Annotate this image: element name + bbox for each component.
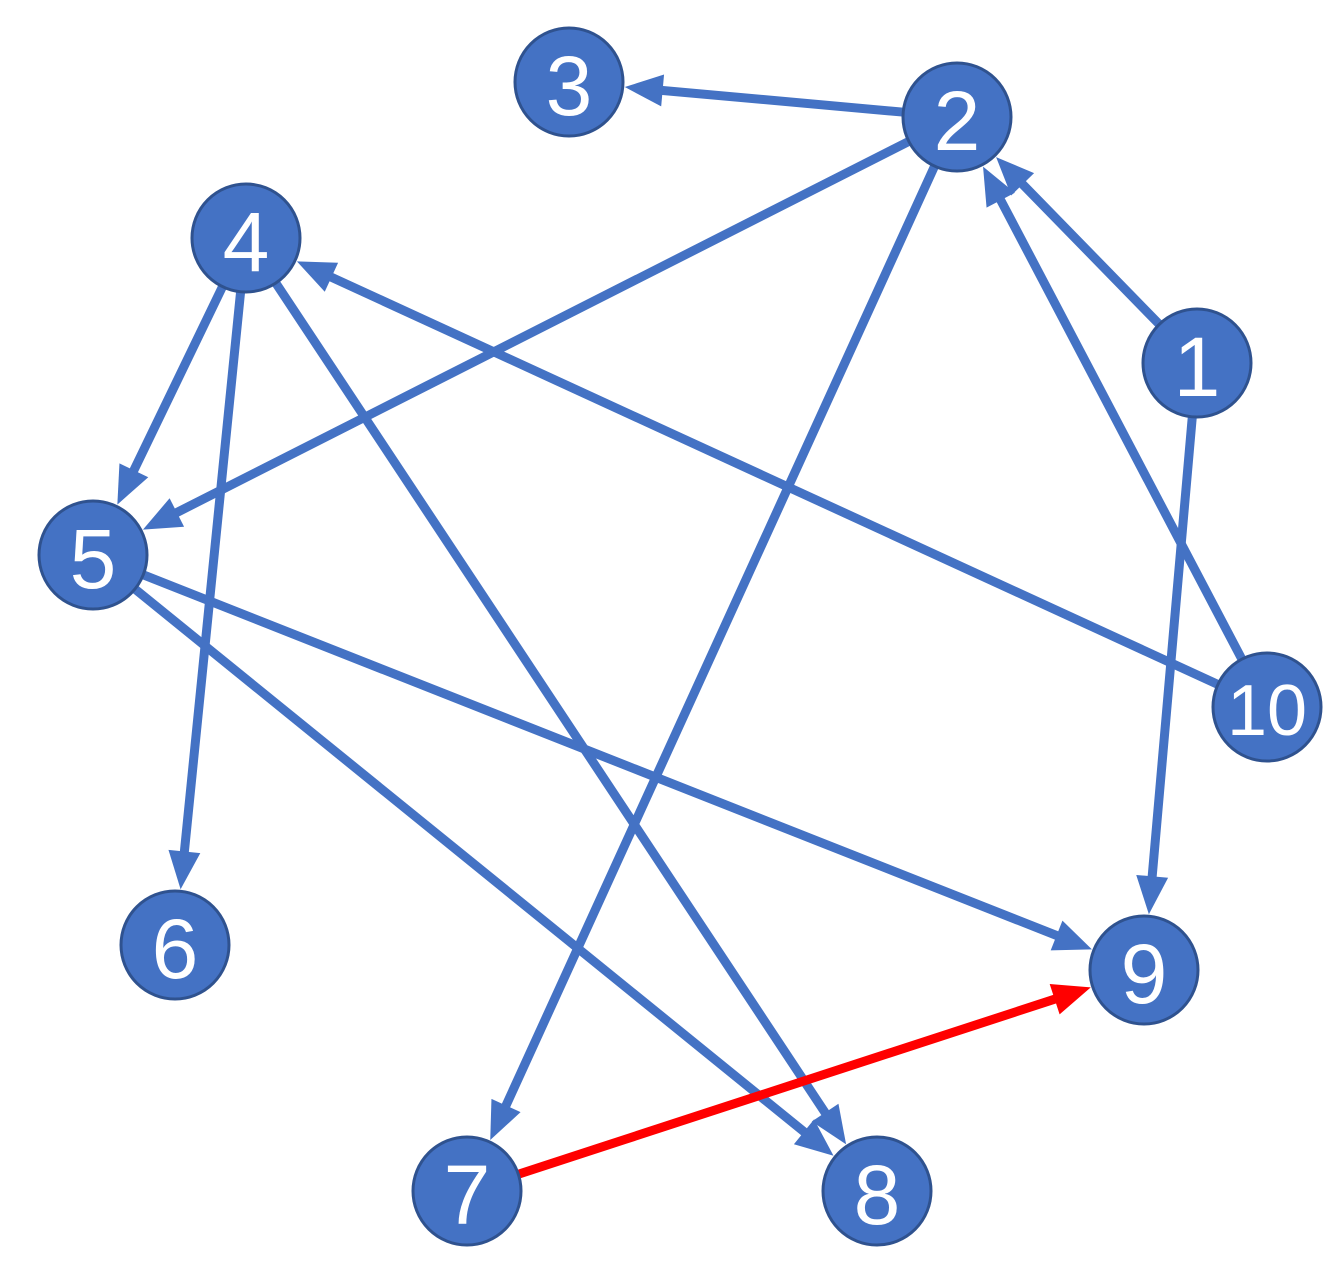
edge-layer [117,74,1247,1180]
node-circle [190,182,302,294]
node-circle [411,1135,523,1247]
edge-line [1147,414,1197,881]
arrowhead-icon [793,1119,834,1156]
node-7: 7 [411,1135,523,1247]
node-8: 8 [821,1135,933,1247]
node-label: 7 [444,1148,491,1242]
node-label: 4 [223,195,270,289]
arrowhead-icon [117,463,149,505]
edge-line [325,271,1222,690]
arrowhead-icon [1136,874,1169,915]
edge-4-to-5 [117,282,228,505]
edge-line [515,993,1060,1180]
node-circle [119,889,231,1001]
node-circle [901,61,1013,173]
node-1: 1 [1141,307,1253,419]
node-label: 8 [854,1148,901,1242]
edge-2-to-5 [142,136,913,530]
edge-line [128,282,228,476]
arrowhead-icon [168,849,201,890]
edge-line [994,194,1247,664]
node-label: 10 [1227,671,1307,751]
node-label: 3 [546,39,593,133]
edge-line [270,278,832,1119]
edge-line [179,289,246,856]
edge-4-to-6 [168,289,246,890]
node-circle [1141,307,1253,419]
edge-7-to-9 [515,983,1091,1180]
arrowhead-icon [983,166,1015,208]
edge-2-to-7 [490,162,940,1141]
arrowhead-icon [811,1103,847,1145]
node-circle [1211,651,1323,763]
node-label: 5 [70,512,117,606]
arrowhead-icon [490,1098,521,1141]
node-label: 9 [1121,927,1168,1021]
node-circle [513,26,625,138]
node-circle [37,499,149,611]
arrowhead-icon [1049,983,1091,1015]
node-layer: 1 2 3 4 5 6 7 8 9 10 [37,26,1323,1247]
edge-line [1016,178,1164,329]
arrowhead-icon [142,498,185,530]
edge-1-to-9 [1136,414,1197,915]
edge-line [500,162,940,1111]
arrowhead-icon [296,261,339,292]
edge-line [139,569,1062,942]
node-circle [821,1135,933,1247]
arrowhead-icon [996,157,1035,196]
node-label: 2 [934,74,981,168]
node-9: 9 [1088,914,1200,1026]
node-circle [1088,914,1200,1026]
edge-5-to-9 [139,569,1092,951]
node-4: 4 [190,182,302,294]
node-label: 6 [152,902,199,996]
node-10: 10 [1211,651,1323,763]
edge-2-to-3 [624,74,906,117]
node-2: 2 [901,61,1013,173]
edge-5-to-8 [130,584,834,1156]
edge-10-to-4 [296,261,1222,690]
arrowhead-icon [1050,920,1092,951]
edge-line [658,85,906,117]
edge-line [130,584,810,1138]
arrowhead-icon [624,74,665,107]
edge-4-to-8 [270,278,847,1145]
edge-1-to-2 [996,157,1164,329]
node-3: 3 [513,26,625,138]
node-5: 5 [37,499,149,611]
node-label: 1 [1174,320,1221,414]
edge-10-to-2 [983,166,1247,664]
edge-line [171,136,913,519]
node-6: 6 [119,889,231,1001]
